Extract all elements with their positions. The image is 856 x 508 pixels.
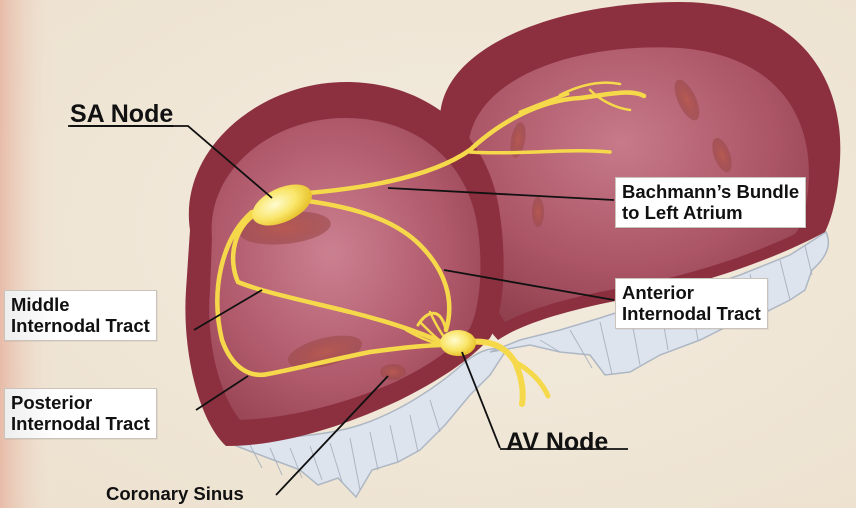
anterior-tract-line2: Internodal Tract <box>622 303 761 324</box>
av-node-shape <box>440 330 476 356</box>
middle-tract-line1: Middle <box>11 294 150 315</box>
anterior-tract-line1: Anterior <box>622 282 761 303</box>
bachmann-bundle-line2: to Left Atrium <box>622 202 799 223</box>
posterior-tract-label: Posterior Internodal Tract <box>4 388 157 439</box>
coronary-sinus-label: Coronary Sinus <box>106 483 244 504</box>
bachmann-bundle-line1: Bachmann’s Bundle <box>622 181 799 202</box>
posterior-tract-line1: Posterior <box>11 392 150 413</box>
av-node-label: AV Node <box>506 428 608 457</box>
bachmann-bundle-label: Bachmann’s Bundle to Left Atrium <box>615 177 806 228</box>
anterior-tract-label: Anterior Internodal Tract <box>615 278 768 329</box>
posterior-tract-line2: Internodal Tract <box>11 413 150 434</box>
middle-tract-line2: Internodal Tract <box>11 315 150 336</box>
middle-tract-label: Middle Internodal Tract <box>4 290 157 341</box>
sa-node-label: SA Node <box>70 100 173 129</box>
